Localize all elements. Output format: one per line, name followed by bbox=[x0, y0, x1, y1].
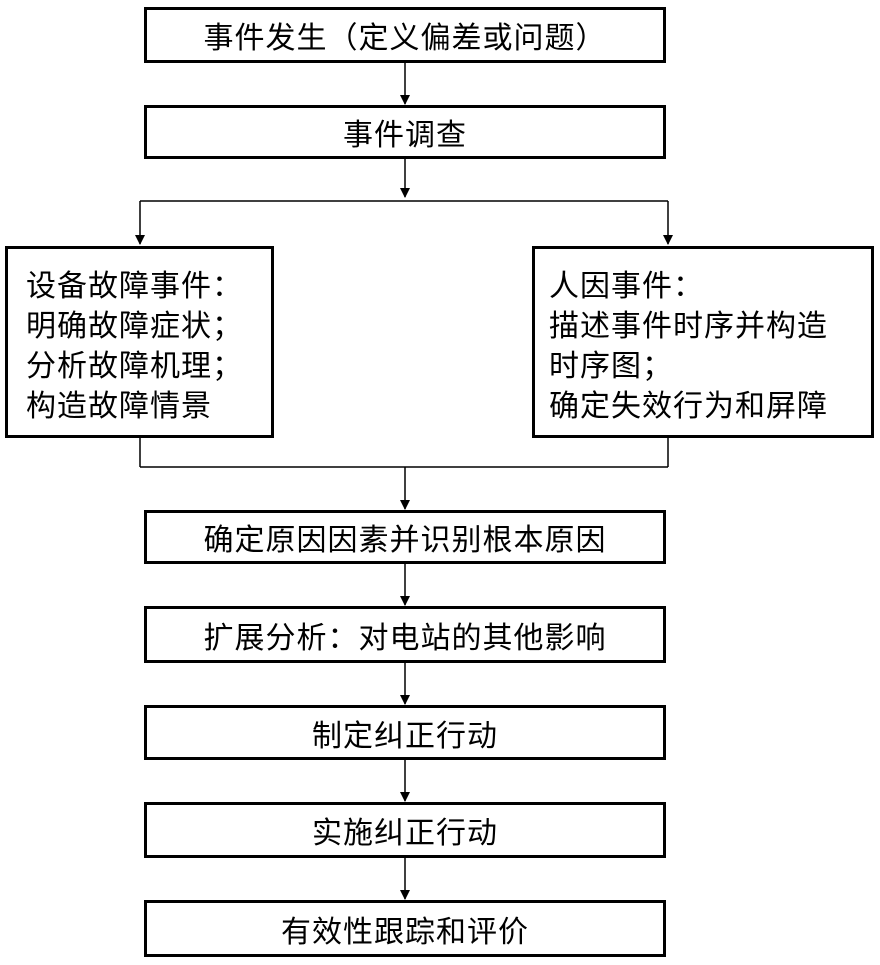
step-implement-corrective-action: 实施纠正行动 bbox=[144, 802, 666, 858]
right-branch-line: 确定失效行为和屏障 bbox=[549, 389, 828, 424]
left-branch-line: 设备故障事件： bbox=[26, 269, 243, 304]
right-branch-human-factor: 人因事件： 描述事件时序并构造 时序图； 确定失效行为和屏障 bbox=[532, 246, 874, 438]
step-root-cause-label: 确定原因因素并识别根本原因 bbox=[203, 523, 607, 558]
step-implement-corrective-action-label: 实施纠正行动 bbox=[312, 816, 498, 851]
step-extended-analysis: 扩展分析：对电站的其他影响 bbox=[144, 606, 666, 663]
step-event-occurrence-label: 事件发生（定义偏差或问题） bbox=[203, 21, 607, 56]
left-branch-line: 明确故障症状； bbox=[26, 309, 243, 344]
step-root-cause: 确定原因因素并识别根本原因 bbox=[144, 510, 666, 564]
step-effectiveness-tracking: 有效性跟踪和评价 bbox=[144, 900, 666, 957]
step-event-investigation: 事件调查 bbox=[144, 105, 666, 159]
step-event-investigation-label: 事件调查 bbox=[343, 118, 467, 153]
step-plan-corrective-action-label: 制定纠正行动 bbox=[312, 718, 498, 754]
right-branch-line: 人因事件： bbox=[549, 269, 704, 304]
right-branch-line: 时序图； bbox=[549, 349, 673, 384]
left-branch-equipment-failure: 设备故障事件： 明确故障症状； 分析故障机理； 构造故障情景 bbox=[5, 246, 274, 438]
left-branch-line: 构造故障情景 bbox=[26, 389, 212, 424]
step-event-occurrence: 事件发生（定义偏差或问题） bbox=[144, 7, 666, 63]
step-extended-analysis-label: 扩展分析：对电站的其他影响 bbox=[203, 620, 607, 656]
step-plan-corrective-action: 制定纠正行动 bbox=[144, 705, 666, 760]
left-branch-line: 分析故障机理； bbox=[26, 349, 243, 384]
step-effectiveness-tracking-label: 有效性跟踪和评价 bbox=[281, 914, 529, 950]
right-branch-line: 描述事件时序并构造 bbox=[549, 309, 828, 344]
